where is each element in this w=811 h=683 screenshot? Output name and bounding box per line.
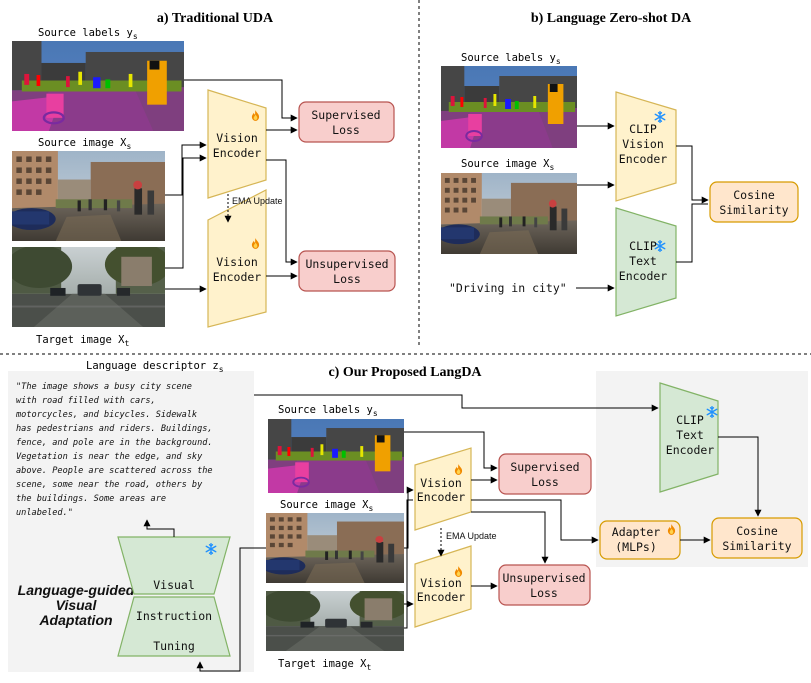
panel-a-ema-label: EMA Update bbox=[232, 196, 283, 206]
panel-b-source-image bbox=[441, 173, 577, 254]
panel-c-target-image-caption: Target image Xt bbox=[278, 658, 372, 672]
description-line: "The image shows a busy city scene bbox=[16, 382, 192, 392]
panel-b: b) Language Zero-shot DA Source labels y… bbox=[441, 11, 799, 317]
panel-c-description: "The image shows a busy city scene with … bbox=[15, 382, 213, 518]
description-line: unlabeled." bbox=[16, 508, 73, 518]
description-line: motorcycles, and bicycles. Sidewalk bbox=[15, 410, 198, 420]
panel-c-source-labels-caption: Source labels ys bbox=[278, 404, 378, 418]
panel-c-vit-top-label: Visual bbox=[153, 578, 195, 592]
description-line: fence, and pole are in the background. bbox=[16, 438, 213, 448]
panel-a-target-image bbox=[12, 247, 165, 327]
panel-a-arrow-target-to-encoder bbox=[165, 154, 207, 269]
panel-c-clip-text-encoder bbox=[659, 382, 719, 493]
panel-c-arrow-target-to-encoder bbox=[404, 499, 413, 629]
panel-c-arrow-source-to-encoder bbox=[404, 486, 414, 549]
panel-c-ema-label: EMA Update bbox=[446, 531, 497, 541]
panel-b-clip-text-encoder bbox=[615, 207, 677, 317]
panel-b-title: b) Language Zero-shot DA bbox=[531, 11, 692, 26]
panel-b-clip-vision-encoder bbox=[615, 91, 677, 202]
panel-a-source-labels-caption: Source labels ys bbox=[38, 27, 138, 41]
panel-c-arrow-encoder-to-adapter bbox=[471, 499, 599, 544]
panel-c-vit-mid-label: Instruction bbox=[136, 609, 212, 623]
panel-c-adapter-label: Adapter(MLPs) bbox=[612, 525, 661, 554]
panel-b-source-label-image bbox=[441, 66, 577, 148]
panel-a-target-image-caption: Target image Xt bbox=[36, 334, 130, 348]
panel-a-title: a) Traditional UDA bbox=[157, 11, 274, 26]
panel-c-source-label-image bbox=[268, 419, 404, 493]
panel-a-vision-encoder-2 bbox=[207, 189, 267, 328]
panel-c-arrow-description-to-clip bbox=[254, 394, 659, 412]
panel-c-arrow-labels-to-supervised bbox=[404, 431, 498, 472]
description-line: with road filled with cars, bbox=[16, 396, 156, 406]
panel-a-vision-encoder-1 bbox=[207, 89, 267, 199]
panel-b-arrow-text-to-cosine bbox=[676, 203, 708, 263]
panel-c-vit-bottom bbox=[117, 596, 231, 657]
panel-c-vit-top bbox=[117, 536, 231, 595]
description-line: has pedestrians and riders. Buildings, bbox=[16, 424, 213, 434]
panel-b-prompt: "Driving in city" bbox=[449, 281, 567, 295]
panel-a-supervised-loss bbox=[298, 101, 395, 143]
panel-a-unsupervised-loss bbox=[298, 250, 396, 292]
panel-c-arrow-vit-to-description bbox=[143, 519, 175, 537]
panel-c-arrow-encoder-to-unsupervised bbox=[471, 511, 549, 564]
panel-c-supervised-loss bbox=[498, 453, 592, 495]
description-line: scene, some near the road, others by bbox=[16, 480, 203, 490]
panel-c-unsupervised-loss bbox=[498, 564, 591, 606]
panel-c-title: c) Our Proposed LangDA bbox=[328, 365, 482, 380]
panel-c-cosine-similarity bbox=[711, 517, 803, 559]
panel-b-cosine-similarity bbox=[709, 181, 799, 223]
description-line: the buildings. Some areas are bbox=[16, 494, 166, 504]
panel-c-vit-bot-label: Tuning bbox=[153, 639, 195, 653]
panel-c-language-descriptor-caption: Language descriptor zs bbox=[86, 360, 224, 374]
panel-c-target-image bbox=[266, 591, 404, 651]
panel-a-arrow-labels-to-supervised bbox=[184, 79, 298, 122]
panel-a-source-label-image bbox=[12, 41, 184, 131]
panel-b-arrow-vision-to-cosine bbox=[676, 145, 709, 204]
panel-c-arrow-clip-to-cosine bbox=[718, 436, 762, 517]
panel-a: a) Traditional UDA Source labels ys Sour… bbox=[12, 11, 396, 348]
description-line: above. People are scattered across the bbox=[16, 466, 213, 476]
panel-a-source-image bbox=[12, 151, 165, 241]
panel-a-arrow-encoder-to-unsupervised bbox=[266, 159, 298, 266]
panel-c-source-image bbox=[266, 513, 404, 583]
panel-a-arrow-source-to-encoder bbox=[165, 141, 207, 196]
panel-a-source-image-caption: Source image Xs bbox=[38, 137, 132, 151]
panel-c-vision-encoder-2 bbox=[414, 545, 472, 628]
panel-b-source-image-caption: Source image Xs bbox=[461, 158, 555, 172]
panel-c-source-image-caption: Source image Xs bbox=[280, 499, 374, 513]
description-line: Vegetation is near the edge, and sky bbox=[16, 452, 203, 462]
panel-b-source-labels-caption: Source labels ys bbox=[461, 52, 561, 66]
panel-c: c) Our Proposed LangDA Language descript… bbox=[8, 360, 808, 672]
panel-c-arrow-source-to-vit bbox=[196, 547, 266, 672]
